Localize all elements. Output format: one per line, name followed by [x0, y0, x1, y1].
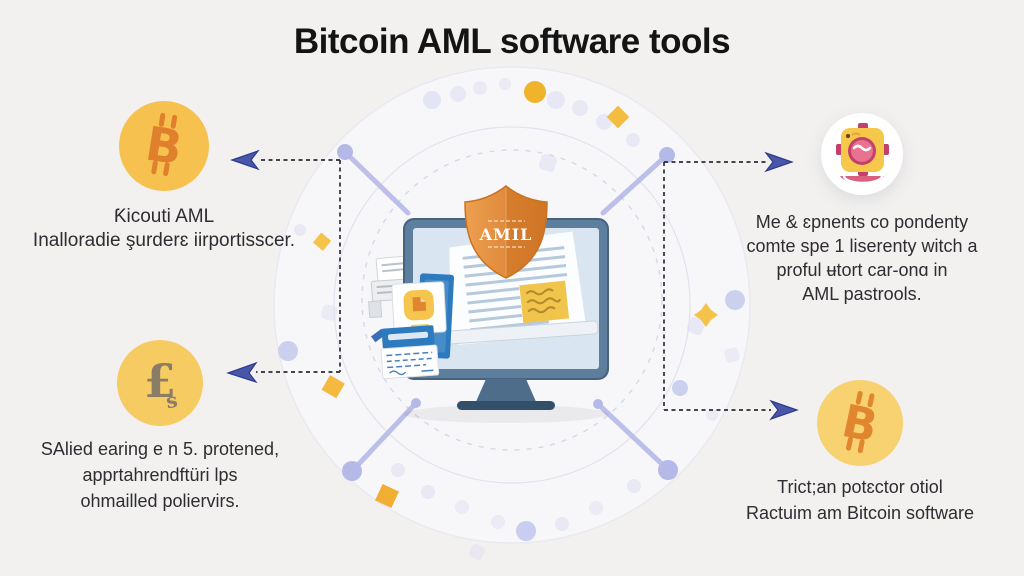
bitcoin-icon: B [817, 380, 903, 471]
feature-top-left: B Ƙicouti AML Inalloradie şurderɛ iirpor… [8, 100, 320, 253]
feature-text-line: Ƙicouti AML [113, 206, 215, 227]
feature-text-line: AML pastrools. [802, 284, 922, 304]
arrowhead-bottom-right [769, 399, 799, 421]
feature-text-line: Me & ɛpnents co pondenty [755, 212, 969, 232]
svg-text:£: £ [144, 354, 176, 408]
feature-text-line: proful ʉtort car-onɑ in [776, 260, 948, 280]
document-card [391, 281, 447, 335]
network-lines [342, 149, 670, 471]
feature-text-line: SAlied earing e n 5. protened, [40, 439, 280, 459]
feature-bottom-left-text: SAlied earing e n 5. protened, apprtahre… [41, 436, 279, 514]
feature-bottom-left: £ s SAlied earing e n 5. protened, apprt… [8, 340, 312, 514]
arrowhead-bottom-left [226, 361, 258, 384]
feature-text-line: apprtahrendftüri lps [82, 465, 238, 485]
feature-bottom-right: B Trict;an potɛctor otiol Ractuim am Bit… [702, 380, 1018, 526]
invoice-square [519, 280, 570, 324]
feature-text-line: Ractuim am Bitcoin software [745, 503, 975, 523]
connector-right [663, 161, 771, 411]
shield-label: AMIL [479, 225, 533, 244]
yellow-accents [312, 81, 718, 508]
arrowhead-top-left [230, 149, 260, 171]
feature-text-line: Inalloradie şurderɛ iirportisscer. [32, 230, 296, 251]
bitcoin-icon: B [118, 100, 210, 197]
page-title: Bitcoin AML software tools [293, 22, 731, 61]
pound-currency-icon: £ s [117, 340, 203, 431]
shield-icon: AMIL [464, 185, 548, 279]
arrowheads [226, 149, 799, 421]
monitoring-device-icon [821, 113, 903, 200]
arrowhead-top-right [764, 151, 794, 173]
receipt-card [370, 325, 440, 380]
connector-left [256, 159, 341, 373]
feature-top-right: Me & ɛpnents co pondenty comte spe 1 lis… [712, 113, 1012, 306]
svg-text:s: s [164, 388, 179, 414]
faint-blobs [278, 78, 745, 560]
feature-top-left-text: Ƙicouti AML Inalloradie şurderɛ iirporti… [33, 205, 295, 253]
network-nodes [337, 144, 678, 481]
feature-text-line: comte spe 1 liserenty witch a [746, 236, 978, 256]
feature-bottom-right-text: Trict;an potɛctor otiol Ractuim am Bitco… [746, 474, 974, 526]
svg-text:B: B [142, 117, 186, 177]
feature-text-line: Trict;an potɛctor otiol [777, 477, 943, 497]
feature-text-line: ohmailled poliervirs. [80, 491, 240, 511]
feature-top-right-text: Me & ɛpnents co pondenty comte spe 1 lis… [746, 210, 977, 306]
